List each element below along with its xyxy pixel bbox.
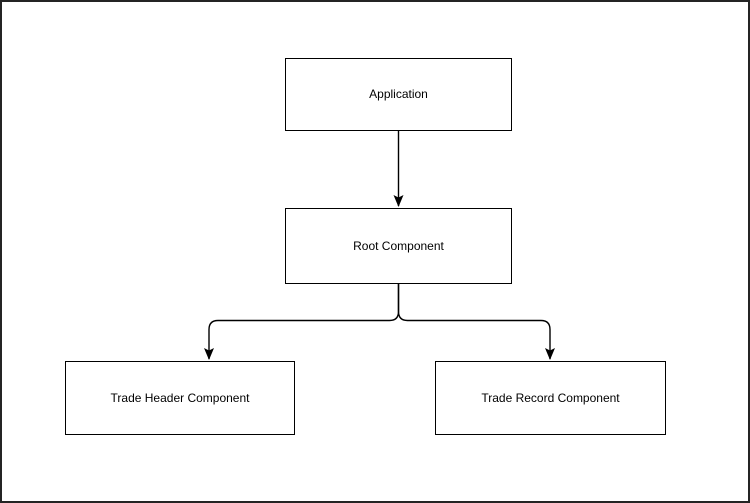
node-application: Application bbox=[285, 58, 512, 131]
node-root-component: Root Component bbox=[285, 208, 512, 284]
node-trade-record-component: Trade Record Component bbox=[435, 361, 666, 435]
edge-root-to-trade-header bbox=[204, 284, 400, 360]
edge-root-to-trade-record bbox=[397, 284, 555, 360]
node-trade-header-component: Trade Header Component bbox=[65, 361, 295, 435]
